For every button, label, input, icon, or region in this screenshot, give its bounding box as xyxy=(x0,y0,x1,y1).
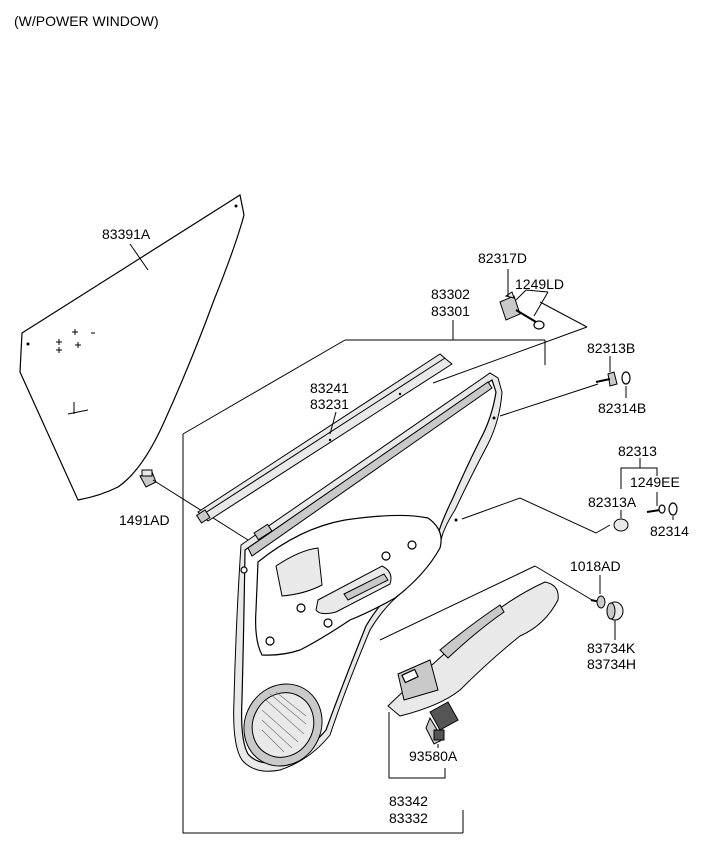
bracket-82317D xyxy=(499,291,521,321)
label-bracket-82317D: 82317D xyxy=(478,250,527,266)
power-window-switch xyxy=(425,701,459,745)
label-clip-1491AD: 1491AD xyxy=(119,512,170,528)
washer-82314 xyxy=(668,502,678,516)
washer-82314B xyxy=(621,371,631,385)
clip-1491AD xyxy=(139,469,157,488)
screw-82313B xyxy=(595,371,618,387)
bolt-1249LD xyxy=(515,309,545,330)
door-trim-panel xyxy=(233,372,503,772)
label-cap-83734K: 83734K xyxy=(587,640,636,656)
belt-weatherstrip xyxy=(195,353,453,524)
label-clip-1018AD: 1018AD xyxy=(570,558,621,574)
label-armrest-83342: 83342 xyxy=(389,793,428,809)
plug-82313A xyxy=(613,518,629,532)
label-plug-82313A: 82313A xyxy=(588,494,637,510)
clip-1018AD xyxy=(590,595,606,609)
label-bolt-1249LD: 1249LD xyxy=(515,276,564,292)
label-bolt-1249EE: 1249EE xyxy=(630,474,680,490)
label-cap-83734H: 83734H xyxy=(587,656,636,672)
label-screw-82313: 82313 xyxy=(618,443,657,459)
label-screw-82313B: 82313B xyxy=(587,340,635,356)
label-pad-83302: 83302 xyxy=(431,286,470,302)
label-glass: 83391A xyxy=(102,226,151,242)
label-washer-82314B: 82314B xyxy=(598,400,646,416)
header-title: (W/POWER WINDOW) xyxy=(14,13,159,29)
door-glass xyxy=(19,194,245,501)
label-washer-82314: 82314 xyxy=(650,523,689,539)
bolt-1249EE xyxy=(646,504,666,514)
label-weatherstrip-83241: 83241 xyxy=(310,380,349,396)
armrest xyxy=(387,581,559,717)
label-weatherstrip-83231: 83231 xyxy=(310,396,349,412)
label-pad-83301: 83301 xyxy=(431,303,470,319)
label-armrest-83332: 83332 xyxy=(389,810,428,826)
label-switch-93580A: 93580A xyxy=(409,748,458,764)
